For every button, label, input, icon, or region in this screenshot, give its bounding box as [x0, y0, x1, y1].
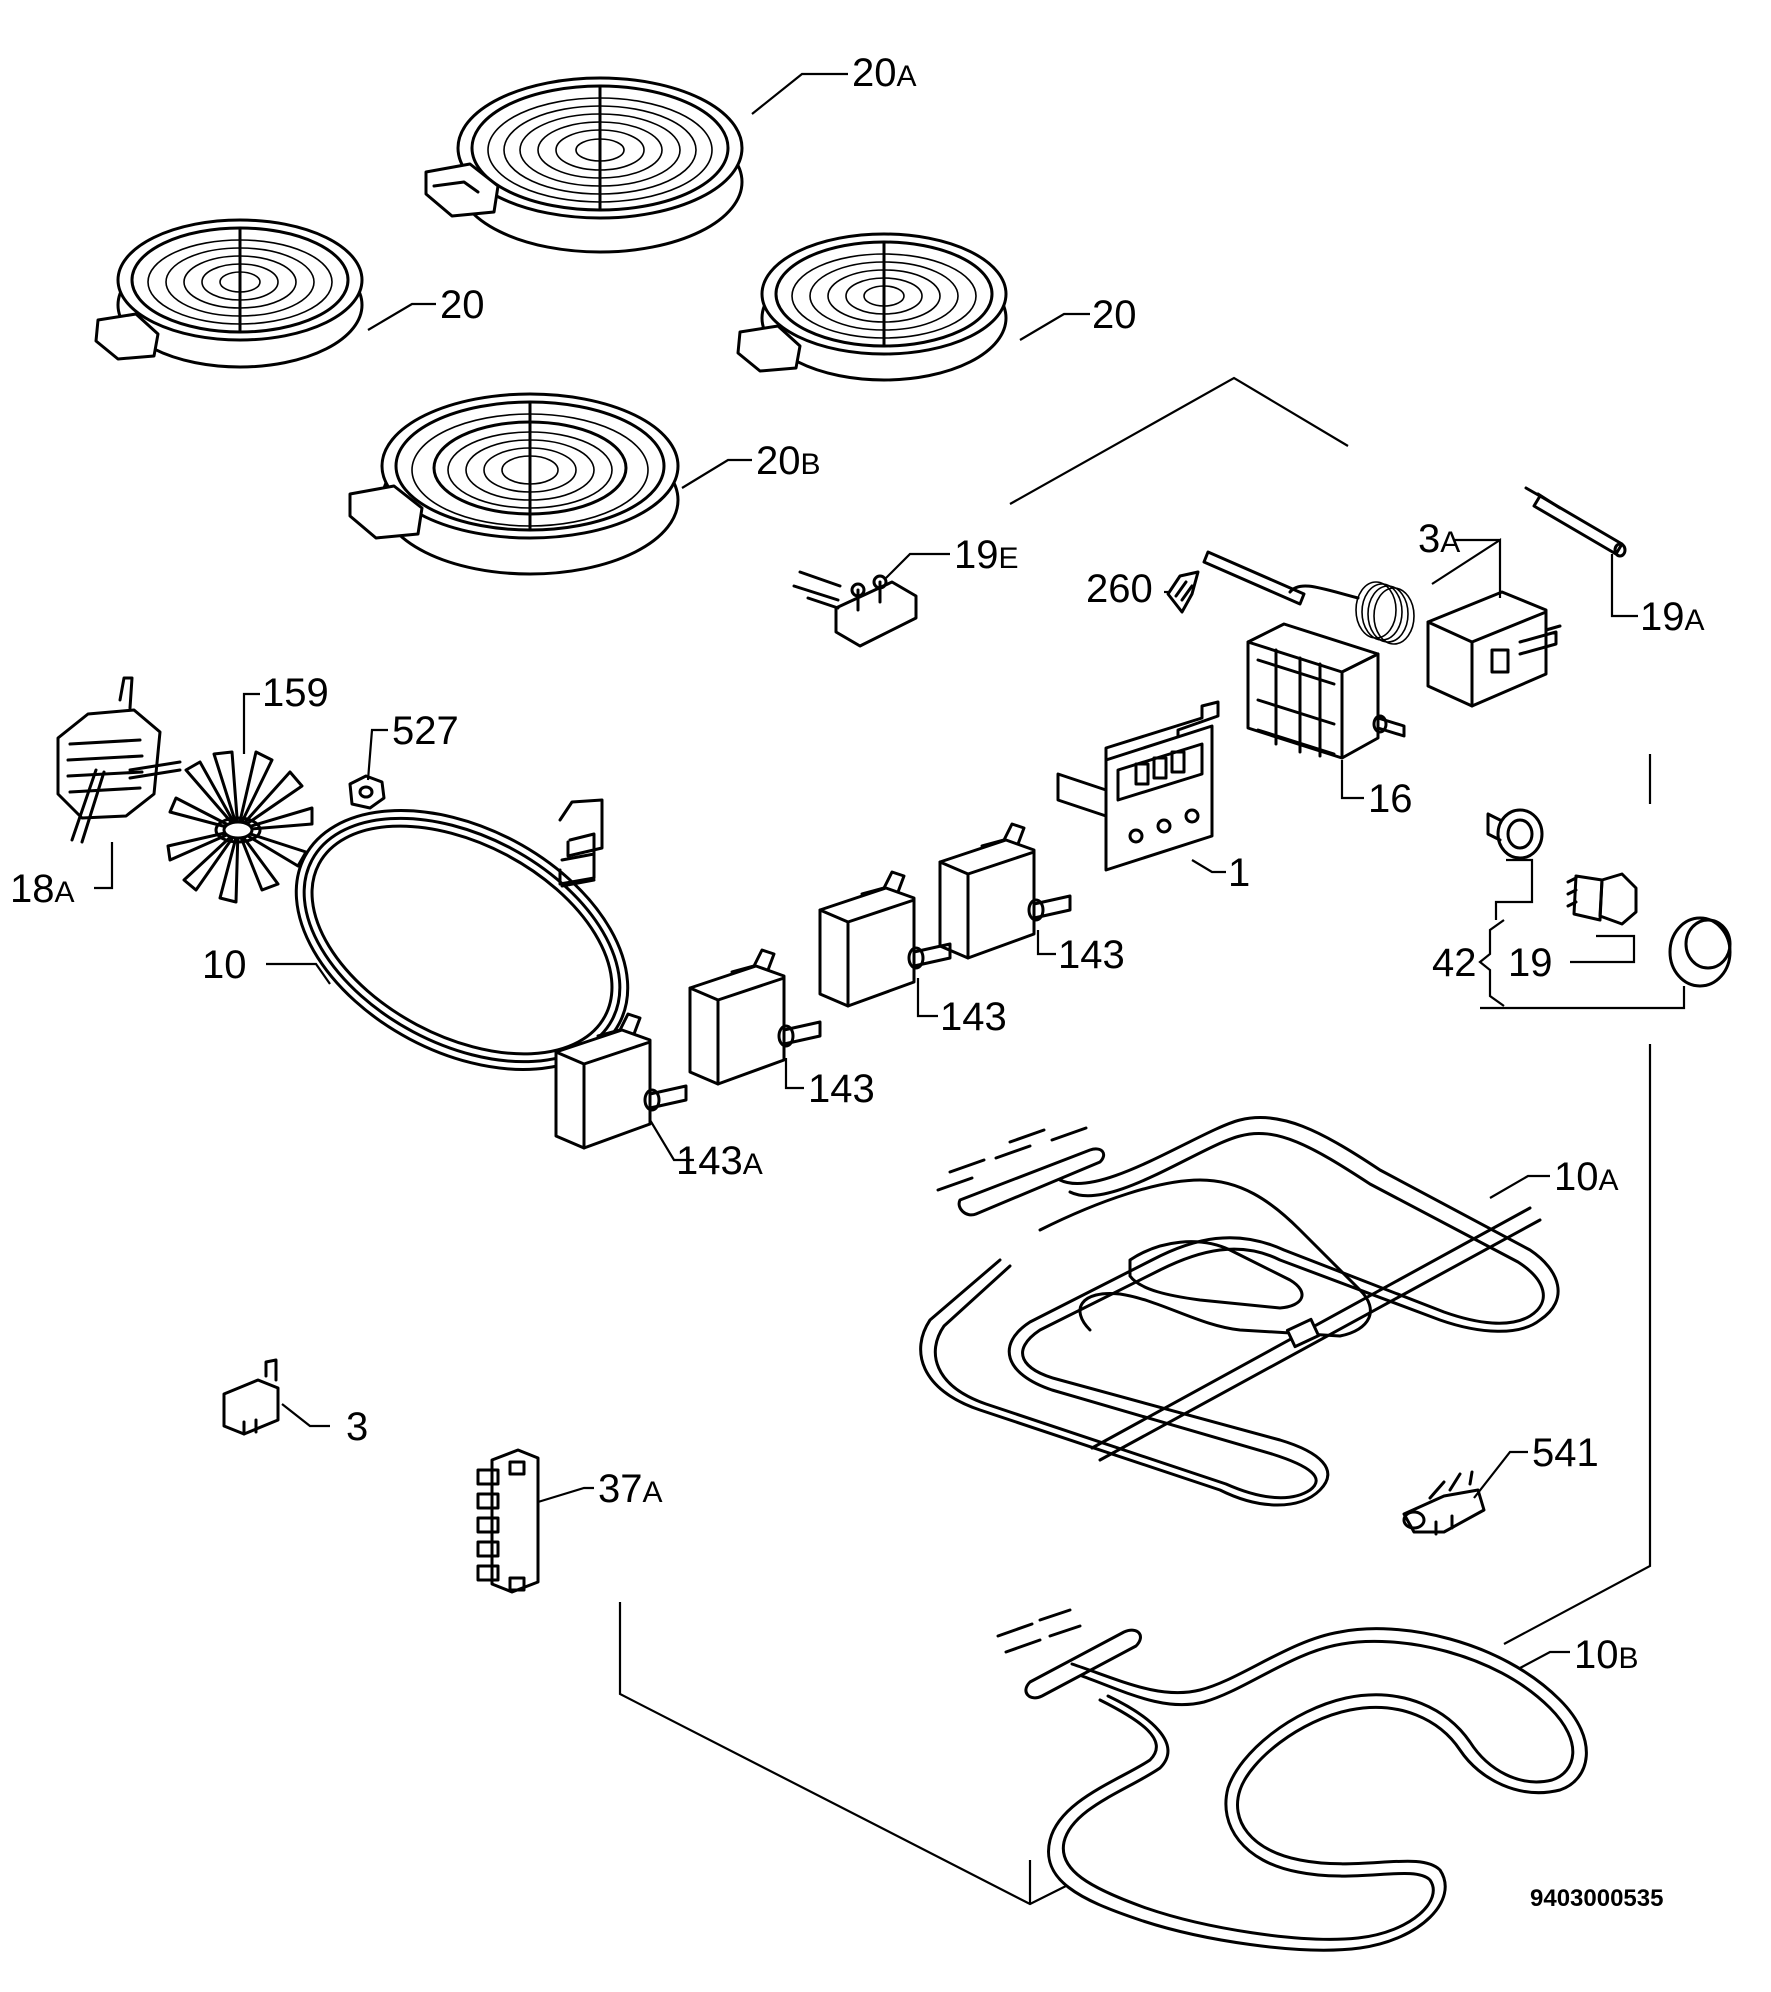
nut-527 — [348, 774, 386, 810]
regulator-143-1 — [938, 822, 1072, 960]
door-switch-3 — [222, 1358, 280, 1436]
label-143a: 143A — [676, 1139, 763, 1183]
label-527: 527 — [392, 709, 459, 753]
label-20-left: 20 — [440, 283, 485, 327]
hotplate-20-right — [736, 232, 1008, 382]
label-10b: 10B — [1574, 1633, 1639, 1677]
lamp-cover — [1668, 916, 1732, 988]
regulator-143-2 — [818, 870, 952, 1008]
label-16: 16 — [1368, 777, 1413, 821]
assembly-guide-lines — [618, 376, 1652, 1906]
selector-switch-16 — [1246, 622, 1406, 760]
label-20-right: 20 — [1092, 293, 1137, 337]
sensor-19a — [1524, 486, 1627, 558]
label-1: 1 — [1228, 851, 1250, 895]
label-20a: 20A — [852, 51, 917, 95]
hotplate-20-left — [94, 218, 364, 369]
lamp-bulb-19 — [1566, 872, 1638, 926]
leader-lines — [94, 72, 1686, 1669]
terminal-block-19e — [792, 570, 918, 648]
clip-260 — [1166, 570, 1200, 614]
document-number: 9403000535 — [1530, 1885, 1663, 1912]
label-143-2: 143 — [940, 995, 1007, 1039]
lamp-holder-42 — [1486, 808, 1544, 860]
fan-motor-18a — [56, 676, 182, 844]
thermostat-3a — [1202, 550, 1562, 708]
fan-blade-159 — [166, 750, 314, 904]
part-labels: 20A 20 20 20B 19E 260 3A 19A 159 527 18A… — [10, 51, 1705, 1912]
circular-element-10 — [294, 798, 630, 1071]
label-10a: 10A — [1554, 1155, 1619, 1199]
regulator-143-3 — [688, 948, 822, 1086]
label-260: 260 — [1086, 567, 1153, 611]
grill-element-10a — [919, 1115, 1560, 1507]
label-159: 159 — [262, 671, 329, 715]
label-541: 541 — [1532, 1431, 1599, 1475]
label-3a: 3A — [1418, 517, 1460, 561]
label-42: 42 — [1432, 941, 1477, 985]
label-19a: 19A — [1640, 595, 1705, 639]
label-19e: 19E — [954, 533, 1019, 577]
timer-module-1 — [1056, 700, 1220, 872]
terminal-block-37a — [476, 1448, 540, 1594]
lamp-socket-541 — [1402, 1470, 1486, 1536]
label-37a: 37A — [598, 1467, 663, 1511]
label-143-3: 143 — [808, 1067, 875, 1111]
label-18a: 18A — [10, 867, 75, 911]
label-19: 19 — [1508, 941, 1553, 985]
label-20b: 20B — [756, 439, 821, 483]
regulator-143a — [554, 1012, 688, 1150]
hotplate-20a — [424, 76, 744, 254]
label-143-1: 143 — [1058, 933, 1125, 977]
hotplate-20b — [348, 392, 680, 576]
label-3: 3 — [346, 1405, 368, 1449]
label-10: 10 — [202, 943, 247, 987]
bottom-element-10b — [996, 1608, 1588, 1952]
